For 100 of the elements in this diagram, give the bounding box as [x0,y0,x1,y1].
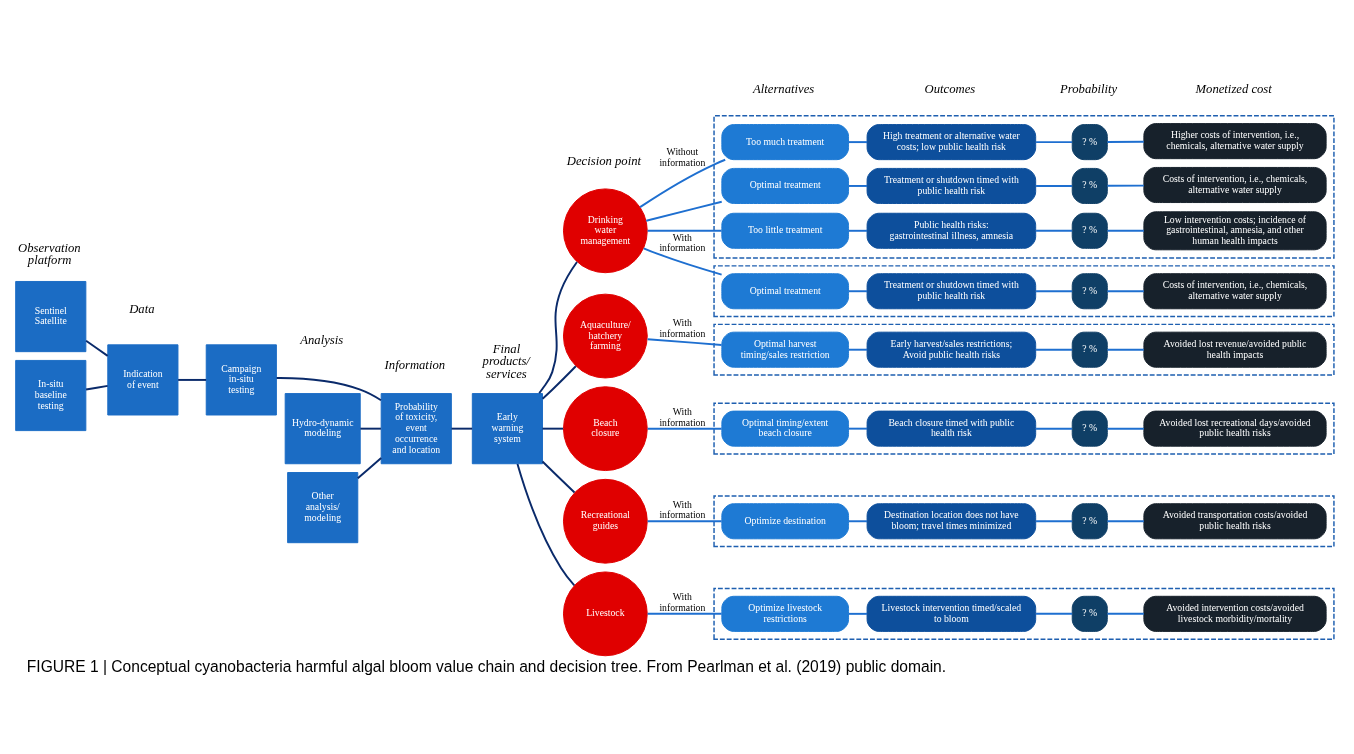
node-box: Avoided lost recreational days/avoided public health risks [1143,410,1327,447]
node-box: Public health risks: gastrointestinal illness, amnesia [866,212,1037,249]
node-box: Optimal treatment [721,273,850,310]
connector [847,427,868,430]
node-box: Hydro-dynamic modeling [284,393,361,465]
node-box: Too little treatment [721,212,850,249]
node-box: Costs of intervention, i.e., chemicals, alternative water supply [1143,273,1327,310]
connector [541,460,576,494]
connector [1035,141,1074,144]
connector [642,247,723,276]
label: Information [384,357,446,372]
edge-label: With information [659,317,706,340]
connector [646,338,723,346]
connector [538,261,578,395]
node-box: Beach closure timed with public health risk [866,410,1037,447]
connector [847,290,868,293]
caption: FIGURE 1 | Conceptual cyanobacteria harmful algal bloom value chain and decision tree. From Pearlman et al. (2019) public domain. [26,658,947,676]
connector [646,427,723,430]
node-box: Optimal treatment [721,167,850,204]
edge-label: With information [659,406,706,428]
connector [1106,427,1145,430]
cluster [713,323,1335,376]
connector [516,462,576,587]
connector [1035,290,1074,293]
connector [1106,140,1145,143]
cluster [713,587,1335,640]
cluster [713,495,1335,548]
connector [1035,185,1074,187]
node-box: Costs of intervention, i.e., chemicals, alternative water supply [1143,166,1327,203]
node-box: Livestock intervention timed/scaled to bloom [866,595,1037,632]
label: Alternatives [753,81,815,96]
node-box: Treatment or shutdown timed with public health risk [866,273,1037,310]
connector [1035,520,1074,523]
node-box: Optimize livestock restrictions [721,595,850,632]
node-box: Avoided intervention costs/avoided livestock morbidity/mortality [1143,595,1327,632]
label: Outcomes [924,81,976,96]
node-box: Sentinel Satellite [15,281,87,353]
node-box: High treatment or alternative water costs; low public health risk [866,124,1037,161]
node-box: Avoided lost revenue/avoided public health impacts [1143,331,1327,368]
cluster [713,265,1335,318]
connector [359,427,382,430]
node-box: Too much treatment [721,124,850,161]
node-box: Higher costs of intervention, i.e., chemicals, alternative water supply [1143,123,1327,160]
connector [847,141,868,144]
connector [1035,427,1074,430]
connector [645,200,723,222]
node-circle: Livestock [562,571,648,657]
node-circle: Drinking water management [562,188,648,274]
connector [847,229,868,232]
connector [646,612,723,615]
connector [275,377,382,402]
node-box: Treatment or shutdown timed with public health risk [866,167,1037,204]
node-box: Low intervention costs; incidence of gastrointestinal, amnesia, and other human health impacts [1143,211,1327,251]
connector [847,185,868,187]
connector [847,520,868,523]
node-circle: Beach closure [562,386,648,472]
connector [1106,229,1145,232]
node-box: In-situ baseline testing [15,359,87,432]
node-box: Optimal timing/extent beach closure [721,410,850,447]
node-box: Probability of toxicity, event occurrence and location [380,393,452,465]
node-box: Destination location does not have bloom; travel times minimized [866,503,1037,540]
cluster [713,115,1335,259]
connector [450,427,474,430]
node-box: Other analysis/ modeling [287,472,359,544]
connector [646,229,723,232]
node-box: Avoided transportation costs/avoided public health risks [1143,503,1327,540]
connector [847,612,868,615]
node-circle: Recreational guides [562,478,648,564]
connector [177,378,208,381]
label: Decision point [566,153,642,168]
connector [1106,520,1145,523]
node-box: Early harvest/sales restrictions; Avoid public health risks [866,331,1037,368]
connector [847,348,868,351]
node-box: Indication of event [107,344,179,416]
node-box: Optimize destination [721,503,850,540]
label: Observation platform [18,240,81,268]
edge-label: With information [659,591,706,613]
cluster [713,402,1335,455]
label: Final products/ services [482,341,530,381]
node-box: Campaign in-situ testing [205,344,277,416]
connector [541,365,577,400]
connector [1106,612,1145,615]
connector [639,158,727,209]
connector [1106,348,1145,351]
edge-label: Without information [659,145,706,168]
connector [85,384,109,391]
node-box: Optimal harvest timing/sales restriction [721,331,850,368]
connector [646,520,723,523]
connector [1106,184,1145,187]
edge-label: With information [659,231,706,254]
label: Analysis [300,333,344,348]
label: Probability [1060,81,1118,96]
connector [85,339,109,357]
connector [541,427,565,430]
connector [1035,229,1074,232]
label: Monetized cost [1195,81,1272,96]
connector [1106,290,1145,293]
connector [1035,612,1074,615]
node-box: Early warning system [471,393,543,465]
label: Data [129,302,155,317]
